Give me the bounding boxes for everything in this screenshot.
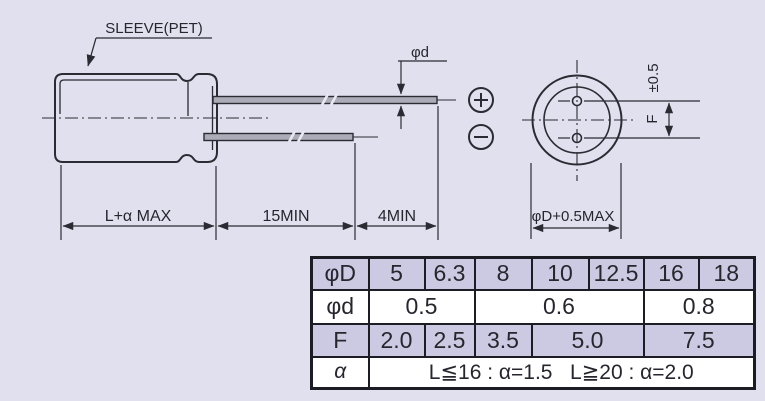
sleeve-inner-line — [59, 79, 177, 114]
row-label-case-diameter: φD — [310, 256, 370, 291]
table-cell: 6.3 — [423, 256, 476, 291]
table-row-alpha: α L≦16 : α=1.5 L≧20 : α=2.0 — [310, 355, 756, 390]
positive-lead-hole — [571, 95, 583, 107]
table-cell: 8 — [473, 256, 533, 291]
lead-diameter-label: φd — [411, 44, 429, 61]
table-cell: 16 — [642, 256, 700, 291]
table-cell: 0.8 — [642, 288, 756, 325]
capacitor-body — [54, 73, 218, 163]
negative-lead — [203, 130, 378, 143]
table-cell: 10 — [530, 256, 590, 291]
polarity-positive-icon — [468, 87, 494, 113]
table-cell: 5.0 — [530, 322, 645, 358]
lead-spacing-tolerance-label: ±0.5 — [645, 63, 662, 92]
negative-lead-hole — [571, 132, 583, 144]
dimension-table: φD 5 6.3 8 10 12.5 16 18 φd 0.5 0.6 0.8 … — [310, 256, 756, 390]
table-cell: 5 — [367, 256, 426, 291]
table-cell: 0.5 — [367, 288, 476, 325]
case-diameter-dimension — [530, 163, 622, 239]
capacitor-drawing: SLEEVE(PET) φd L+α MAX 15MIN 4MIN φD+0.5… — [42, 20, 700, 240]
length-dimensions — [60, 106, 439, 240]
table-cell: 3.5 — [473, 322, 533, 358]
lead-spacing-label: F — [644, 114, 661, 123]
row-label-lead-spacing: F — [310, 322, 370, 358]
table-row-case-diameter: φD 5 6.3 8 10 12.5 16 18 — [310, 256, 756, 291]
table-cell: 2.5 — [423, 322, 476, 358]
table-row-lead-diameter: φd 0.5 0.6 0.8 — [310, 288, 756, 325]
diagram-labels: SLEEVE(PET) φd L+α MAX 15MIN 4MIN φD+0.5… — [105, 20, 662, 225]
polarity-negative-icon — [468, 124, 494, 150]
positive-lead — [212, 93, 456, 106]
capacitor-side-view — [42, 37, 456, 240]
polarity-symbols — [468, 87, 494, 150]
lead-diameter-dimension — [396, 60, 447, 129]
body-length-dim-label: L+α MAX — [105, 208, 172, 225]
lead-length-dim-label: 15MIN — [262, 208, 309, 225]
row-label-lead-diameter: φd — [310, 288, 370, 325]
table-cell: 18 — [697, 256, 756, 291]
table-cell: 12.5 — [587, 256, 645, 291]
row-label-alpha: α — [310, 355, 370, 390]
case-diameter-dim-label: φD+0.5MAX — [532, 208, 615, 225]
table-row-lead-spacing: F 2.0 2.5 3.5 5.0 7.5 — [310, 322, 756, 358]
table-cell: L≦16 : α=1.5 L≧20 : α=2.0 — [367, 355, 756, 390]
table-cell: 7.5 — [642, 322, 756, 358]
lead-tip-dim-label: 4MIN — [378, 208, 416, 225]
sleeve-leader — [86, 37, 212, 67]
table-cell: 2.0 — [367, 322, 426, 358]
capacitor-bottom-view — [522, 60, 700, 239]
lead-spacing-dimension — [558, 100, 700, 139]
table-cell: 0.6 — [473, 288, 645, 325]
sleeve-label: SLEEVE(PET) — [105, 20, 203, 37]
